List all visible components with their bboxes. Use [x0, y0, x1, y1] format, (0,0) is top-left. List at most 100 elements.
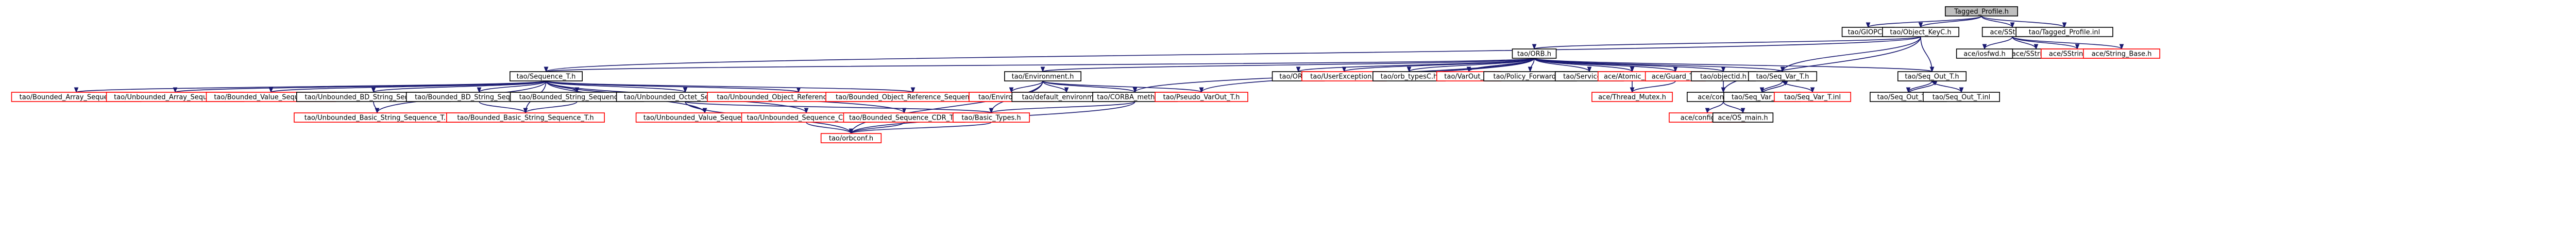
- node-orb-typesc[interactable]: tao/orb_typesC.h: [1372, 71, 1446, 81]
- node-box: [1004, 71, 1081, 81]
- arrowhead: [1199, 87, 1204, 93]
- node-seq-var[interactable]: tao/Seq_Var_T.h: [1748, 71, 1818, 81]
- edge-b-seq-cdr-to-orbconf: [851, 122, 905, 134]
- node-label: ace/Guard_T.h: [1652, 73, 1699, 81]
- node-thread-mutex[interactable]: ace/Thread_Mutex.h: [1591, 92, 1673, 102]
- node-label: tao/Pseudo_VarOut_T.h: [1163, 94, 1240, 102]
- node-box: [2015, 27, 2113, 37]
- edge-orb-h-to-environment: [1042, 58, 1535, 72]
- node-label: tao/Environment.h: [1012, 73, 1074, 81]
- edge-environment-to-pseudo-varout: [1042, 80, 1202, 93]
- edge-sstring-to-iosfwd: [1984, 36, 2013, 49]
- arrowhead: [1673, 66, 1678, 73]
- edge-orb-h-to-servicesc: [1534, 58, 1590, 72]
- node-orb-h[interactable]: tao/ORB.h: [1512, 48, 1557, 59]
- edge-orb-h-to-seq-out: [1534, 58, 1933, 72]
- arrowhead: [1780, 66, 1785, 73]
- arrowhead: [1064, 87, 1069, 93]
- node-label: tao/Unbounded_Array_Sequence_T.h: [114, 94, 236, 102]
- node-box: [1956, 48, 2013, 59]
- edge-seq-t-to-u-octet: [546, 80, 686, 93]
- node-policy-fwd[interactable]: tao/Policy_ForwardC.h: [1483, 71, 1577, 81]
- edge-seq-t-to-u-bd-string: [373, 80, 547, 93]
- node-tagged-inl[interactable]: tao/Tagged_Profile.inl: [2015, 27, 2113, 37]
- edge-seq-t-to-b-objref: [546, 80, 913, 93]
- edge-b-bd-string-to-b-basic-string: [479, 101, 526, 113]
- arrowhead: [1918, 22, 1923, 28]
- node-pseudo-varout[interactable]: tao/Pseudo_VarOut_T.h: [1155, 92, 1248, 102]
- node-guard-t[interactable]: ace/Guard_T.h: [1645, 71, 1706, 81]
- arrowhead: [1705, 108, 1710, 114]
- arrowhead: [1782, 80, 1788, 86]
- edge-orb-h-to-seq-t: [546, 58, 1535, 72]
- arrowhead: [849, 128, 854, 135]
- node-label: tao/orbconf.h: [829, 135, 873, 143]
- node-orbconf[interactable]: tao/orbconf.h: [820, 133, 882, 143]
- node-label: tao/Unbounded_Basic_String_Sequence_T.h: [304, 114, 450, 122]
- node-u-basic-string[interactable]: tao/Unbounded_Basic_String_Sequence_T.h: [294, 112, 461, 123]
- edge-guard-t-to-thread-mutex: [1632, 80, 1676, 93]
- node-b-seq-cdr[interactable]: tao/Bounded_Sequence_CDR_T.h: [843, 112, 965, 123]
- arrowhead: [1406, 66, 1412, 73]
- node-box: [953, 112, 1030, 123]
- node-label: tao/ORB.h: [1517, 51, 1551, 58]
- arrowhead: [683, 87, 688, 93]
- node-box: [1512, 48, 1557, 59]
- node-label: tao/Tagged_Profile.inl: [2029, 29, 2100, 37]
- node-objkey[interactable]: tao/Object_KeyC.h: [1882, 27, 1959, 37]
- arrowhead: [989, 108, 994, 114]
- node-box: [1591, 92, 1673, 102]
- node-iosfwd[interactable]: ace/iosfwd.h: [1956, 48, 2013, 59]
- node-u-value[interactable]: tao/Unbounded_Value_Sequence_T.h: [635, 112, 774, 123]
- node-label: tao/objectid.h: [1700, 73, 1747, 81]
- edge-config-all-to-config-h: [1707, 101, 1724, 113]
- arrowhead: [1296, 66, 1301, 73]
- node-giopc[interactable]: tao/GIOPC.h: [1841, 27, 1895, 37]
- node-environment[interactable]: tao/Environment.h: [1004, 71, 1081, 81]
- node-seq-out-inl[interactable]: tao/Seq_Out_T.inl: [1923, 92, 2000, 102]
- arrowhead: [2075, 44, 2080, 50]
- node-label: tao/Sequence_T.h: [517, 73, 576, 81]
- node-box: [2083, 48, 2160, 59]
- arrowhead: [1931, 80, 1938, 86]
- node-seq-t[interactable]: tao/Sequence_T.h: [509, 71, 583, 81]
- arrowhead: [268, 87, 274, 93]
- node-string-base[interactable]: ace/String_Base.h: [2083, 48, 2160, 59]
- node-seq-var-inl[interactable]: tao/Seq_Var_T.inl: [1774, 92, 1851, 102]
- node-b-basic-string[interactable]: tao/Bounded_Basic_String_Sequence_T.h: [446, 112, 605, 123]
- node-userexc[interactable]: tao/UserException.h: [1301, 71, 1387, 81]
- node-label: tao/Object_KeyC.h: [1890, 29, 1951, 37]
- node-root[interactable]: Tagged_Profile.h: [1945, 6, 2019, 16]
- node-box: [509, 71, 583, 81]
- node-b-objref[interactable]: tao/Bounded_Object_Reference_Sequence_T.…: [825, 92, 1001, 102]
- arrowhead: [910, 87, 916, 93]
- arrowhead: [2033, 44, 2039, 50]
- edge-objkey-to-seq-t: [546, 36, 1921, 72]
- arrowhead: [1587, 66, 1592, 73]
- arrowhead: [1630, 87, 1635, 93]
- node-seq-out[interactable]: tao/Seq_Out_T.h: [1897, 71, 1967, 81]
- node-label: tao/Seq_Out_T.h: [1905, 73, 1959, 81]
- node-u-seq-cdr[interactable]: tao/Unbounded_Sequence_CDR_T.h: [741, 112, 872, 123]
- arrowhead: [1929, 66, 1935, 73]
- edge-environment-to-orbconf: [851, 80, 1043, 134]
- node-box: [1897, 71, 1967, 81]
- node-box: [1774, 92, 1851, 102]
- node-label: tao/Bounded_String_Sequence_T.h: [519, 94, 635, 102]
- edge-corba-methods-to-basic-types: [991, 101, 1136, 113]
- edge-objkey-to-config-all: [1723, 36, 1921, 93]
- arrowhead: [1721, 87, 1726, 93]
- arrowhead: [1009, 87, 1014, 93]
- arrowhead: [1528, 66, 1533, 73]
- node-os-main[interactable]: ace/OS_main.h: [1712, 112, 1774, 123]
- edge-u-seq-cdr-to-orbconf: [806, 122, 852, 134]
- node-objectid[interactable]: tao/objectid.h: [1690, 71, 1756, 81]
- arrowhead: [1630, 66, 1635, 73]
- node-label: tao/Policy_ForwardC.h: [1493, 73, 1567, 81]
- edge-root-to-objkey: [1920, 15, 1982, 28]
- edge-orb-h-to-seq-var: [1534, 58, 1783, 72]
- edge-environment-to-env-inl: [1011, 80, 1043, 93]
- node-basic-types[interactable]: tao/Basic_Types.h: [953, 112, 1030, 123]
- node-label: tao/GIOPC.h: [1848, 29, 1889, 37]
- arrowhead: [375, 108, 380, 114]
